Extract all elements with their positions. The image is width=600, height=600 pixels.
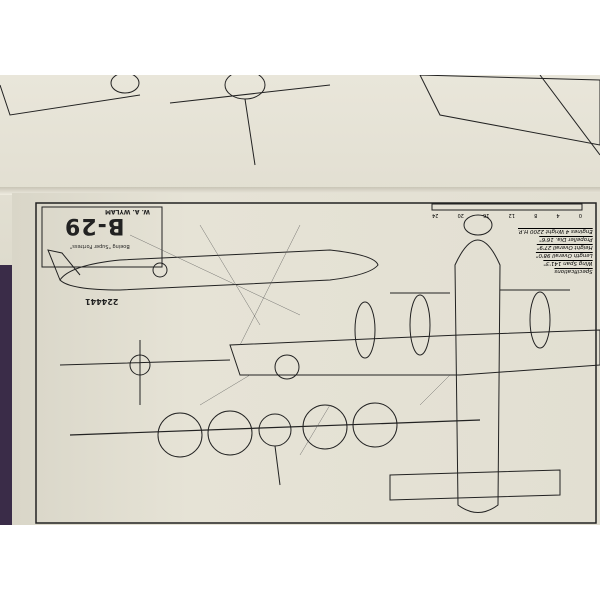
side-view-insignia — [152, 262, 168, 278]
spec-line: Propeller Dia. 16'6" — [539, 236, 593, 242]
spec-line: Wing Span 141'3" — [543, 260, 593, 266]
scale-tick: 16 — [483, 212, 490, 218]
poster-border — [35, 202, 597, 524]
scale-tick: 4 — [556, 212, 560, 218]
plan-view-wing — [229, 329, 600, 376]
spec-line: Length Overall 98'0" — [535, 252, 593, 258]
plan-view-insignia — [274, 354, 300, 380]
poster-main-sheet — [12, 193, 600, 525]
propeller — [390, 289, 570, 294]
plan-view-tailplane — [389, 469, 561, 501]
engine-nacelle — [409, 294, 431, 356]
specs-title: Specifications — [554, 268, 593, 274]
upper-wing-drawing — [0, 84, 141, 116]
scale-tick: 20 — [457, 212, 464, 218]
model-subtitle: Boeing "Super Fortress" — [70, 243, 130, 249]
poster-fold — [0, 187, 600, 195]
front-view-wing — [69, 419, 481, 436]
engine-nacelle — [354, 301, 376, 359]
spec-line: Engines 4 Wright 2200 H.P. — [518, 228, 593, 234]
scale-ticks: 0 4 8 12 16 20 24 — [432, 212, 582, 218]
side-view-fuselage — [59, 249, 379, 291]
front-view-fuselage — [258, 413, 292, 447]
scale-tick: 0 — [578, 212, 582, 218]
tail-front-view — [59, 340, 231, 405]
poster-photo: B-29 W. A. WYLAM Boeing "Super Fortress"… — [0, 75, 600, 525]
upper-fuselage-front — [224, 75, 266, 100]
specifications-block: Specifications Wing Span 141'3" Length O… — [518, 227, 593, 275]
title-block — [41, 206, 163, 268]
aircraft-drawings — [0, 75, 600, 524]
scale-tick: 8 — [534, 212, 538, 218]
scale-tick: 12 — [508, 212, 515, 218]
spec-line: Height Overall 27'9" — [536, 244, 593, 250]
plan-view-fuselage — [454, 239, 501, 513]
serial-number: 224441 — [85, 297, 119, 306]
upper-propeller-drawing — [169, 84, 331, 166]
upper-tail-drawing — [419, 75, 600, 146]
side-view-tail — [47, 249, 81, 281]
upper-engine-drawing — [110, 75, 140, 94]
scale-bar — [431, 203, 583, 211]
designer-name: W. A. WYLAM — [105, 208, 151, 215]
model-title: B-29 — [64, 213, 125, 238]
engine-nacelle — [529, 291, 551, 349]
scale-tick: 24 — [432, 212, 439, 218]
